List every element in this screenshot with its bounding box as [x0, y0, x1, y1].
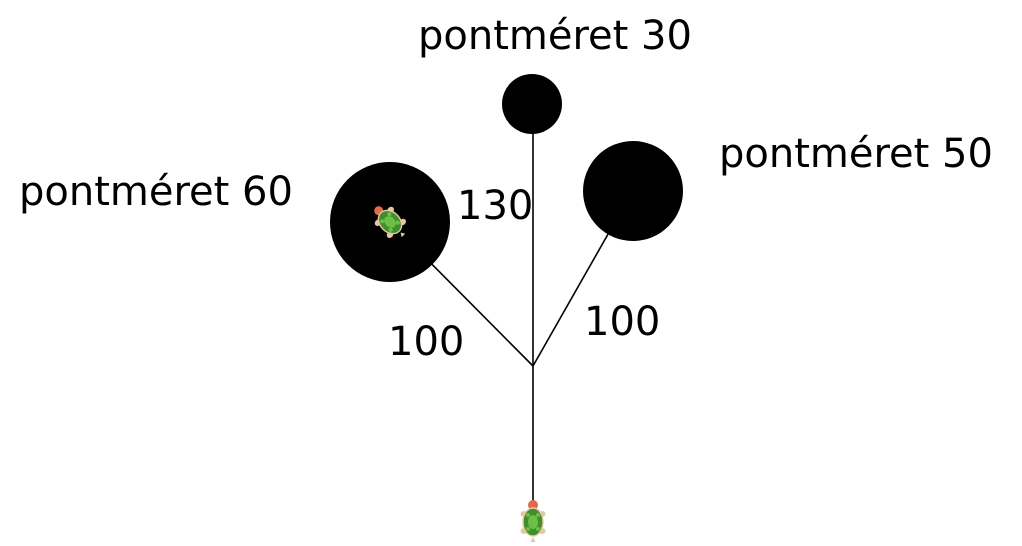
- dot-size-label-top: pontméret 30: [418, 13, 692, 59]
- dot-right: [583, 141, 683, 241]
- dot-size-label-right: pontméret 50: [719, 131, 993, 177]
- turtle-icon: [520, 500, 546, 542]
- length-label-left: 100: [388, 319, 465, 365]
- length-label-middle: 130: [457, 183, 534, 229]
- dot-size-label-left: pontméret 60: [19, 169, 293, 215]
- dot-top: [502, 74, 562, 134]
- dots: [330, 74, 683, 282]
- turtle-icon: [374, 206, 406, 238]
- length-label-right: 100: [584, 299, 661, 345]
